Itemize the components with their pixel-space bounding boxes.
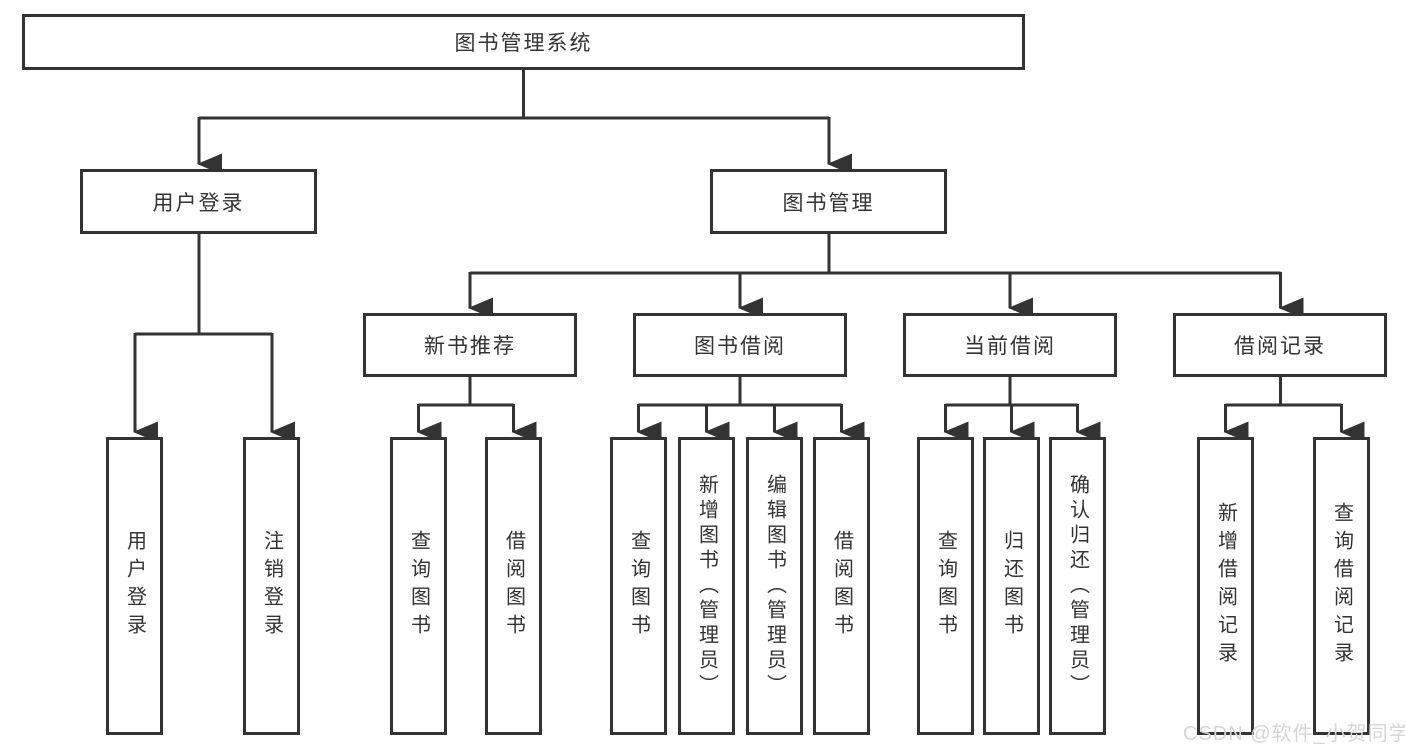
book-borrow-elbow	[638, 377, 842, 407]
node-new-books-label: 新书推荐	[424, 335, 516, 358]
leaf-bb-edit-books-admin: 编辑图书（管理员）	[746, 437, 803, 735]
leaf-user-login-label: 用户登录	[123, 530, 146, 642]
node-book-mgmt-label: 图书管理	[782, 191, 875, 215]
leaf-br-query-record: 查询借阅记录	[1313, 437, 1370, 735]
leaf-cb-return-books: 归还图书	[983, 437, 1040, 735]
node-current-borrow-label: 当前借阅	[964, 335, 1056, 358]
leaf-nb-borrow-books: 借阅图书	[485, 437, 542, 735]
leaf-bb-query-books: 查询图书	[610, 437, 667, 735]
leaf-nb-borrow-books-label: 借阅图书	[502, 530, 525, 642]
new-books-elbow	[418, 377, 514, 407]
leaf-logout: 注销登录	[243, 437, 300, 735]
leaf-bb-borrow-books-label: 借阅图书	[830, 530, 853, 642]
leaf-user-login: 用户登录	[106, 437, 163, 735]
node-book-mgmt: 图书管理	[710, 169, 947, 234]
leaf-logout-label: 注销登录	[260, 530, 283, 642]
node-root-label: 图书管理系统	[454, 32, 593, 55]
node-new-books: 新书推荐	[363, 313, 577, 377]
node-book-borrow: 图书借阅	[633, 313, 847, 377]
user-login-elbow	[135, 234, 272, 336]
node-user-login: 用户登录	[80, 169, 317, 234]
leaf-nb-query-books: 查询图书	[390, 437, 447, 735]
root-elbow	[199, 70, 829, 120]
leaf-bb-borrow-books: 借阅图书	[813, 437, 870, 735]
leaf-bb-query-books-label: 查询图书	[627, 530, 650, 642]
node-user-login-label: 用户登录	[152, 191, 245, 215]
leaf-bb-edit-books-admin-label: 编辑图书（管理员）	[763, 473, 786, 699]
leaf-cb-confirm-return-admin-label: 确认归还（管理员）	[1066, 473, 1089, 699]
node-borrow-records: 借阅记录	[1173, 313, 1387, 377]
node-current-borrow: 当前借阅	[903, 313, 1117, 377]
leaf-nb-query-books-label: 查询图书	[407, 530, 430, 642]
leaf-bb-add-books-admin-label: 新增图书（管理员）	[695, 473, 718, 699]
leaf-cb-query-books-label: 查询图书	[934, 530, 957, 642]
leaf-br-query-record-label: 查询借阅记录	[1330, 502, 1353, 670]
borrow-records-elbow	[1225, 377, 1342, 407]
leaf-cb-confirm-return-admin: 确认归还（管理员）	[1049, 437, 1106, 735]
leaf-bb-add-books-admin: 新增图书（管理员）	[678, 437, 735, 735]
node-root: 图书管理系统	[22, 14, 1025, 70]
node-book-borrow-label: 图书借阅	[694, 335, 786, 358]
leaf-cb-query-books: 查询图书	[917, 437, 974, 735]
node-borrow-records-label: 借阅记录	[1234, 335, 1326, 358]
book-mgmt-elbow	[470, 234, 1281, 275]
leaf-cb-return-books-label: 归还图书	[1000, 530, 1023, 642]
current-borrow-elbow	[945, 377, 1078, 407]
leaf-br-add-record-label: 新增借阅记录	[1214, 502, 1237, 670]
leaf-br-add-record: 新增借阅记录	[1197, 437, 1254, 735]
csdn-watermark: CSDN @软件_小贺同学	[1183, 723, 1405, 745]
